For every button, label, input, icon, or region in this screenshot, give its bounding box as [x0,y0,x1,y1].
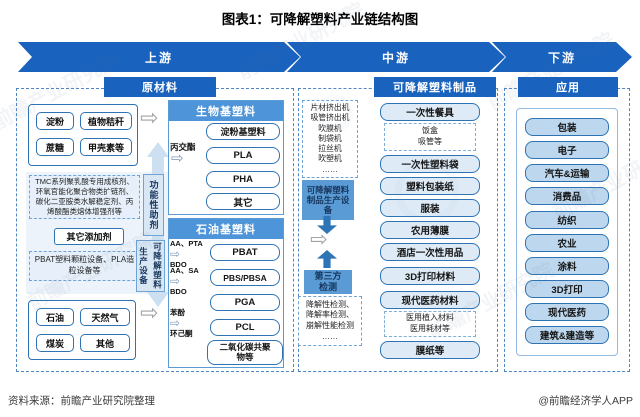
pbs-inputs: AA、SA ⇨ BDO [170,266,210,296]
right-arrow-icon: ⇨ [310,228,328,251]
lactide-label: 丙交酯 [170,142,196,152]
banner-downstream: 下游 [492,42,632,72]
petro-plastic-pcl: PCL [210,319,280,336]
banner-midstream: 中游 [287,42,505,72]
product-clothing: 服装 [380,199,480,217]
functional-additives-label: 功能性助剂 [143,174,164,236]
petro-plastics-header: 石油基塑料 [169,219,283,239]
right-arrow-icon: ⇨ [170,247,181,261]
bio-raw-starch: 淀粉 [36,112,74,130]
input-label: AA、SA [170,266,199,275]
product-hotel-disposables: 酒店一次性用品 [380,243,480,261]
input-label: BDO [170,287,187,296]
header-raw-materials: 原材料 [104,77,216,97]
input-label: 环己酮 [170,329,193,338]
product-disposable-bags: 一次性塑料袋 [380,155,480,173]
fossil-raw-other: 其他 [80,334,130,352]
right-arrow-icon: ⇨ [170,274,181,288]
app-textiles: 纺织 [525,211,609,229]
app-auto-transport: 汽车&运输 [525,164,609,182]
bio-raw-sucrose: 蔗糖 [36,138,74,156]
third-party-testing-box: 第三方 检测 [304,270,352,294]
credit-note: @前瞻经济学人APP [538,395,633,407]
header-applications: 应用 [518,77,618,97]
bio-plastic-pla: PLA [206,147,280,164]
right-arrow-icon: ⇨ [140,105,159,130]
fossil-raw-oil: 石油 [36,308,74,326]
product-3d-printing-materials: 3D打印材料 [380,267,480,285]
bio-plastic-other: 其它 [206,193,280,210]
bio-raw-straw: 植物秸秆 [80,112,132,130]
pbat-inputs: AA、PTA ⇨ BDO [170,239,210,269]
product-disposable-tableware: 一次性餐具 [380,103,480,121]
app-consumer-goods: 消费品 [525,187,609,205]
production-equipment-box: 可降解塑料制品生产设备 [302,180,354,220]
functional-additives-note: TMC系列聚乳酸专用成核剂、环氧官能化聚合物类扩链剂、碳化二亚胺类水解稳定剂、丙… [29,175,140,219]
petro-plastic-pga: PGA [210,294,280,311]
bio-plastic-starch-based: 淀粉基塑料 [206,123,280,140]
right-arrow-icon: ⇨ [140,300,159,325]
app-coatings: 涂料 [525,257,609,275]
other-additives-box: 其它添加剂 [54,228,124,245]
product-plastic-wrap: 塑料包装纸 [380,177,480,195]
medical-examples: 医用植入材料 医用耗材等 [384,311,476,337]
page-title: 图表1：可降解塑料产业链结构图 [221,12,419,27]
petro-plastic-pbat: PBAT [210,244,280,261]
input-label: AA、PTA [170,239,203,248]
applications-container [516,108,618,356]
petro-plastic-co2: 二氧化碳共聚物等 [207,340,283,365]
fossil-raw-gas: 天然气 [80,308,130,326]
bio-plastic-pha: PHA [206,171,280,188]
app-packaging: 包装 [525,118,609,136]
bio-plastics-header: 生物基塑料 [169,101,283,121]
app-agriculture: 农业 [525,234,609,252]
testing-items-note: 降解性检测、 降解率检测、 崩解性能检测 …… [298,296,362,346]
degradable-equipment-label: 可降解塑料 生产设备 [136,240,165,292]
tableware-examples: 饭盒 吸管等 [384,123,476,151]
fossil-raw-coal: 煤炭 [36,334,74,352]
app-construction: 建筑&建造等 [525,326,609,344]
app-3d-printing: 3D打印 [525,280,609,298]
equipment-note: PBAT塑料颗粒设备、PLA造粒设备等 [29,251,140,281]
source-note: 资料来源：前瞻产业研究院整理 [8,395,155,407]
input-label: BDO [170,260,187,269]
right-arrow-icon: ⇨ [170,316,181,330]
header-degradable-products: 可降解塑料制品 [374,77,496,97]
product-medical-materials: 现代医药材料 [380,291,480,309]
product-film-paper: 膜纸等 [380,341,480,359]
pcl-inputs: 苯酚 ⇨ 环己酮 [170,308,210,338]
banner-upstream: 上游 [18,42,300,72]
bio-raw-chitin: 甲壳素等 [80,138,132,156]
app-electronics: 电子 [525,141,609,159]
product-agricultural-film: 农用薄膜 [380,221,480,239]
machines-list: 片材挤出机 吸管挤出机 吹膜机 制袋机 拉丝机 吹塑机 …… [302,100,358,178]
app-modern-medicine: 现代医药 [525,303,609,321]
input-label: 苯酚 [170,308,185,317]
petro-plastic-pbs: PBS/PBSA [210,269,280,286]
right-arrow-icon: ⇨ [171,150,184,167]
